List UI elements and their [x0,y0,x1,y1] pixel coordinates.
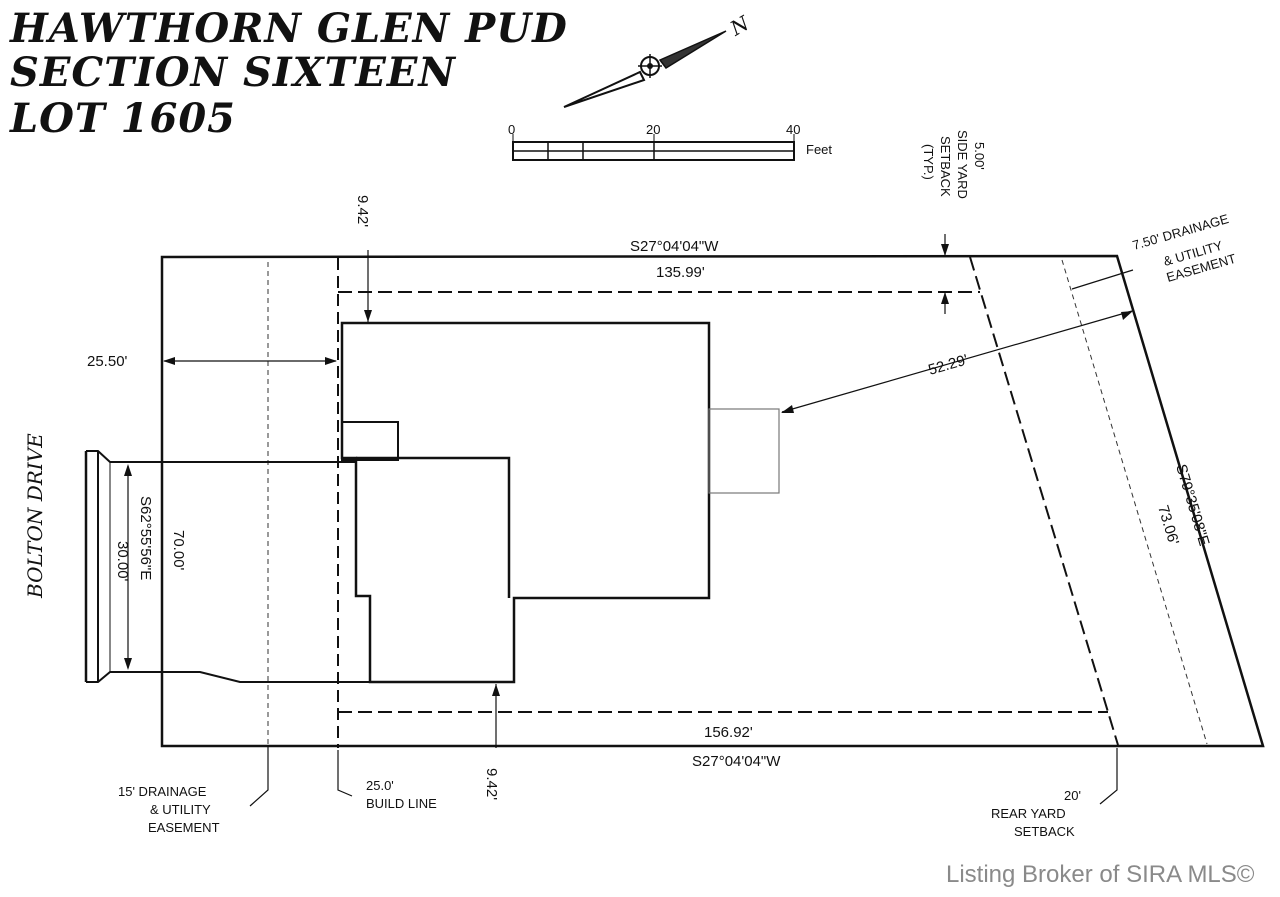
build-line-callout: 25.0' BUILD LINE [366,778,437,811]
drainage-left-callout: 15' DRAINAGE & UTILITY EASEMENT [118,784,220,835]
side-top-label: 9.42' [354,195,371,227]
svg-text:5.00': 5.00' [972,142,987,170]
svg-text:25.0': 25.0' [366,778,394,793]
dim-driveway-width [124,464,132,670]
driveway [84,450,370,683]
dim-rear-distance [781,310,1133,413]
street-name: BOLTON DRIVE [23,433,47,599]
svg-text:BUILD LINE: BUILD LINE [366,796,437,811]
svg-text:(TYP.): (TYP.) [921,144,936,180]
bottom-bearing: S27°04'04"W [692,753,781,770]
left-length: 70.00' [170,530,187,571]
north-arrow-icon [563,30,727,108]
title-line-1: HAWTHORN GLEN PUD [9,5,568,52]
setback-lines [338,256,1119,746]
svg-text:SETBACK: SETBACK [938,136,953,197]
svg-text:20': 20' [1064,788,1081,803]
porch [341,421,399,461]
rear-distance-label: 52.29' [926,351,970,379]
svg-text:SIDE YARD: SIDE YARD [955,130,970,199]
scale-unit: Feet [806,142,832,157]
drainage-right-callout: 7.50' DRAINAGE & UTILITY EASEMENT [1131,211,1238,285]
side-yard-callout: 5.00' SIDE YARD SETBACK (TYP.) [921,130,987,199]
dim-side-bottom [492,684,500,748]
scale-tick-40: 40 [786,122,800,137]
side-bottom-label: 9.42' [483,768,500,800]
scale-bar [512,134,795,161]
svg-text:REAR YARD: REAR YARD [991,806,1066,821]
easement-lines [267,259,1208,745]
left-bearing: S62°55'56"E [137,496,154,580]
front-setback-label: 25.50' [87,353,128,370]
title-line-3: LOT 1605 [9,95,236,142]
svg-text:SETBACK: SETBACK [1014,824,1075,839]
dim-drainage-right [1071,269,1134,290]
house-footprint [340,321,711,684]
scale-tick-20: 20 [646,122,660,137]
north-label: N [725,10,754,41]
right-length: 73.06' [1154,503,1182,547]
svg-text:EASEMENT: EASEMENT [148,820,220,835]
bottom-length: 156.92' [704,724,753,741]
driveway-width-label: 30.00' [114,541,131,582]
rear-yard-callout: 20' REAR YARD SETBACK [991,788,1081,839]
title-line-2: SECTION SIXTEEN [10,49,456,96]
dim-front-setback [163,357,337,365]
lot-boundary [160,254,1265,748]
top-bearing: S27°04'04"W [630,238,719,255]
svg-text:& UTILITY: & UTILITY [150,802,211,817]
watermark: Listing Broker of SIRA MLS© [946,861,1255,888]
scale-tick-0: 0 [508,122,515,137]
rear-patio [708,408,780,494]
callout-leaders [249,745,1118,807]
svg-text:15' DRAINAGE: 15' DRAINAGE [118,784,207,799]
dim-side-top [364,234,949,322]
top-length: 135.99' [656,264,705,281]
